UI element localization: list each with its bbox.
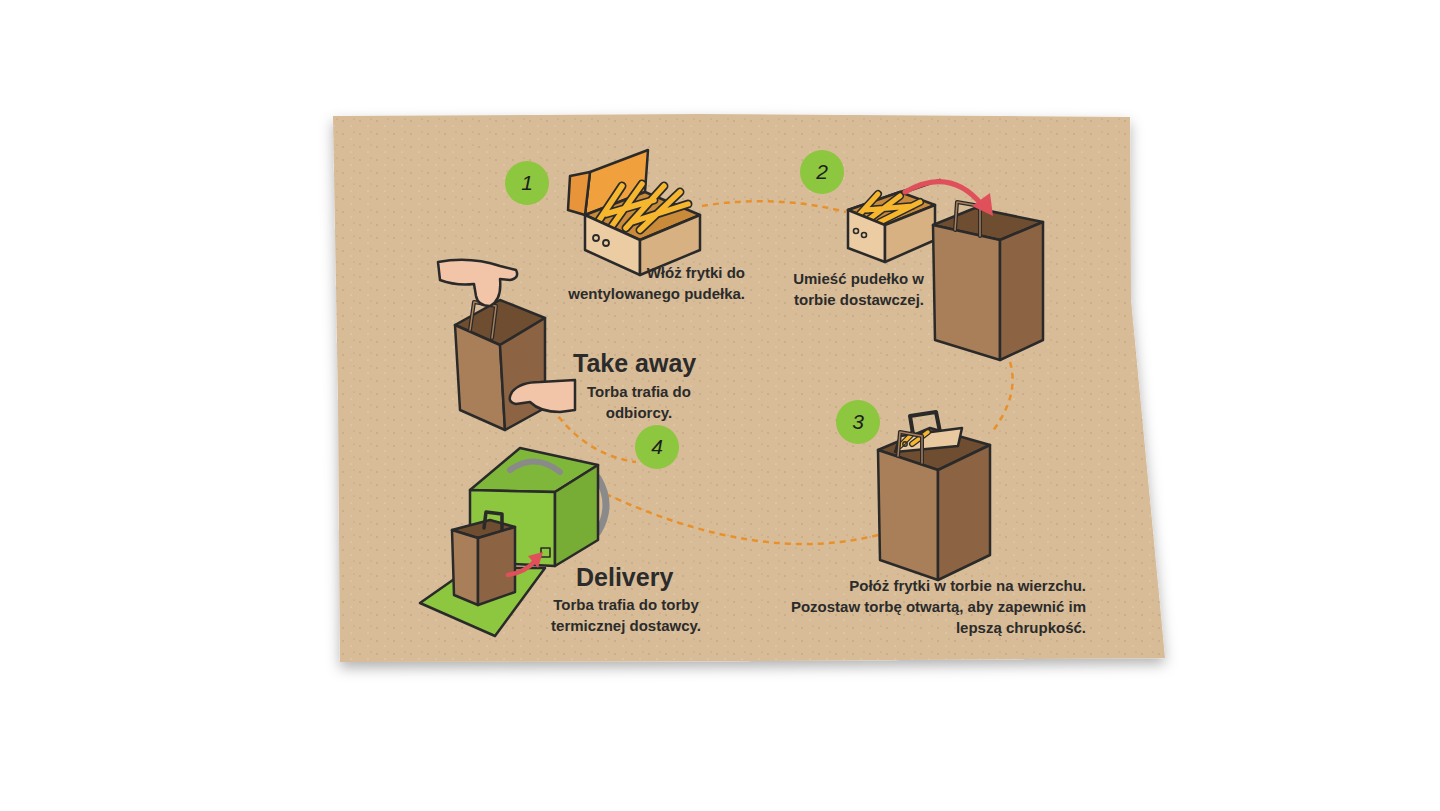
- callout-number: 3: [836, 400, 880, 444]
- heading: Delivery: [576, 562, 673, 592]
- open-bag: [878, 412, 990, 580]
- kraft-paper: [333, 114, 1165, 662]
- callout-number: 2: [800, 150, 844, 194]
- note-text: Torba trafia do odbiorcy.: [578, 381, 700, 423]
- step-text: Włóż frytki do wentylowanego pudełka.: [565, 262, 745, 304]
- fries-box: [568, 150, 700, 275]
- note-text: Torba trafia do torby termicznej dostawc…: [520, 594, 732, 636]
- heading: Take away: [573, 348, 696, 378]
- callout-number: 4: [635, 425, 679, 469]
- step-text: Połóż frytki w torbie na wierzchu. Pozos…: [788, 575, 1086, 638]
- take-away-bag: [438, 260, 575, 430]
- callout-number: 1: [505, 161, 549, 205]
- step-text: Umieść pudełko w torbie dostawczej.: [772, 268, 924, 310]
